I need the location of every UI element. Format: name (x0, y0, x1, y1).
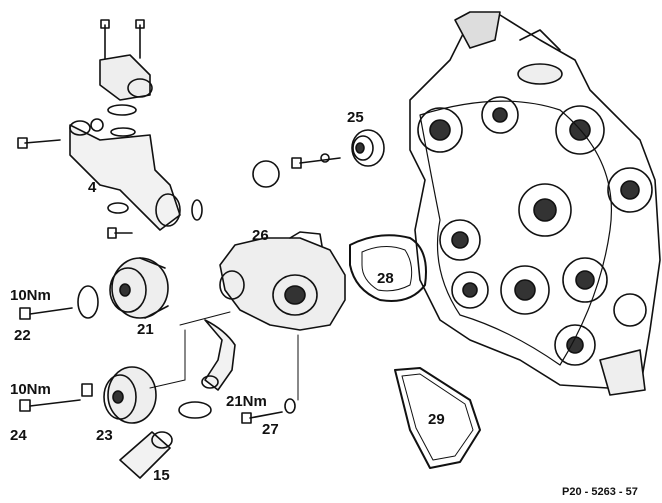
drawing-reference: P20 - 5263 - 57 (562, 486, 638, 498)
washer-24 (81, 383, 93, 397)
torque-label-22: 10Nm (10, 287, 51, 304)
part-label-27: 27 (262, 421, 279, 438)
part-label-23: 23 (96, 427, 113, 444)
part-label-26: 26 (252, 227, 269, 244)
engine-block (409, 11, 661, 396)
bolt-22 (29, 307, 73, 315)
pulley-21 (109, 257, 169, 319)
part-label-28: 28 (377, 270, 394, 287)
sealing-cap (252, 160, 280, 188)
v-belt-29 (394, 367, 481, 469)
pulley-23 (103, 366, 157, 424)
water-pump-26 (219, 231, 346, 331)
thermostat-housing (17, 19, 203, 239)
washer-22 (77, 285, 99, 319)
torque-label-24: 10Nm (10, 381, 51, 398)
part-label-25: 25 (347, 109, 364, 126)
idler-pulley-25 (291, 129, 385, 169)
part-label-4: 4 (88, 179, 97, 196)
part-label-29: 29 (428, 411, 445, 428)
part-label-21: 21 (137, 321, 154, 338)
part-label-15: 15 (153, 467, 170, 484)
part-label-24: 24 (10, 427, 27, 444)
bolt-24 (29, 399, 81, 407)
gasket-28 (349, 234, 427, 302)
part-label-22: 22 (14, 327, 31, 344)
coolant-pipe (204, 319, 236, 391)
bolt-27 (249, 411, 283, 419)
hose-15 (119, 431, 171, 479)
torque-label-27: 21Nm (226, 393, 267, 410)
leader-lines (149, 311, 299, 401)
hose-clamp (178, 401, 212, 419)
